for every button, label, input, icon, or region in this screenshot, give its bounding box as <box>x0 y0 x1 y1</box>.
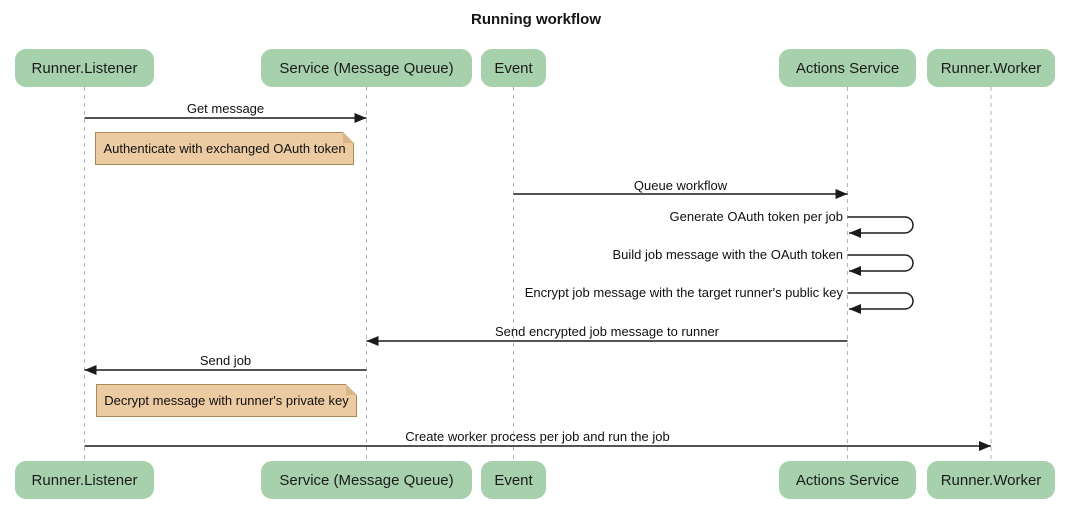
note-label: Decrypt message with runner's private ke… <box>104 393 349 408</box>
actor-label: Actions Service <box>795 59 900 77</box>
note-label: Authenticate with exchanged OAuth token <box>103 141 346 156</box>
actor-label: Runner.Worker <box>940 59 1042 77</box>
message-label-generate-oauth-token: Generate OAuth token per job <box>669 209 843 224</box>
actor-top-runner-worker: Runner.Worker <box>927 49 1055 87</box>
arrow-self-build-job-message <box>847 254 914 276</box>
actor-label: Event <box>494 59 533 77</box>
arrow-self-generate-oauth-token <box>847 216 914 238</box>
actor-label: Actions Service <box>795 471 900 489</box>
note-authenticate-oauth-token: Authenticate with exchanged OAuth token <box>95 132 354 165</box>
message-label-send-job: Send job <box>199 353 252 368</box>
actor-label: Service (Message Queue) <box>279 59 454 77</box>
diagram-title: Running workflow <box>471 11 601 28</box>
message-label-send-encrypted-job-message: Send encrypted job message to runner <box>494 324 720 339</box>
arrow-self-encrypt-job-message <box>847 292 914 314</box>
message-label-build-job-message: Build job message with the OAuth token <box>612 247 843 262</box>
message-label-queue-workflow: Queue workflow <box>633 178 728 193</box>
actor-bottom-runner-listener: Runner.Listener <box>15 461 154 499</box>
message-label-get-message: Get message <box>186 101 265 116</box>
actor-top-runner-listener: Runner.Listener <box>15 49 154 87</box>
actor-bottom-actions-service: Actions Service <box>779 461 916 499</box>
message-label-create-worker-process: Create worker process per job and run th… <box>405 429 670 444</box>
actor-label: Event <box>494 471 533 489</box>
actor-label: Runner.Listener <box>31 471 138 489</box>
actor-top-event: Event <box>481 49 546 87</box>
actor-top-actions-service: Actions Service <box>779 49 916 87</box>
message-label-encrypt-job-message: Encrypt job message with the target runn… <box>524 285 843 300</box>
note-decrypt-message: Decrypt message with runner's private ke… <box>96 384 357 417</box>
actor-top-service-message-queue: Service (Message Queue) <box>261 49 472 87</box>
actor-bottom-service-message-queue: Service (Message Queue) <box>261 461 472 499</box>
actor-label: Runner.Worker <box>940 471 1042 489</box>
actor-bottom-event: Event <box>481 461 546 499</box>
actor-bottom-runner-worker: Runner.Worker <box>927 461 1055 499</box>
actor-label: Runner.Listener <box>31 59 138 77</box>
actor-label: Service (Message Queue) <box>279 471 454 489</box>
